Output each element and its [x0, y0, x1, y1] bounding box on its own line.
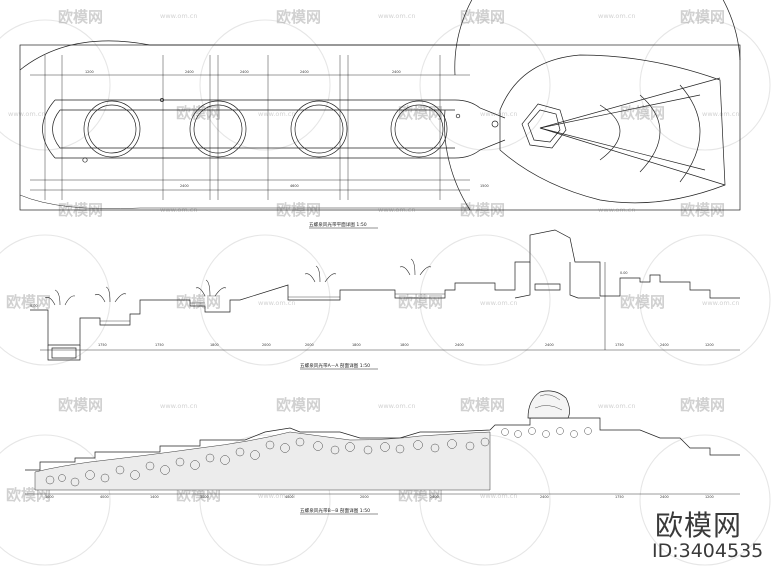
section-a-dim: 1750 — [615, 343, 624, 347]
watermark-text: 欧模网 — [398, 486, 443, 504]
watermark-url: www.om.cn — [480, 299, 518, 307]
watermark-text: 欧模网 — [6, 293, 51, 311]
section-b-dim: 2400 — [430, 495, 439, 499]
watermark-url: www.om.cn — [8, 110, 46, 118]
section-b-dim: 3000 — [200, 495, 209, 499]
watermark-text: 欧模网 — [58, 396, 103, 414]
elevation-label: 0.00 — [30, 304, 38, 308]
watermark-url: www.om.cn — [160, 12, 198, 20]
section-b-caption: 五螺泉风光带B－B 剖面详图 1:50 — [300, 507, 370, 514]
watermark-url: www.om.cn — [258, 299, 296, 307]
watermark-text: 欧模网 — [176, 486, 221, 504]
watermark-url: www.om.cn — [258, 492, 296, 500]
watermark-text: 欧模网 — [6, 486, 51, 504]
watermark-url: www.om.cn — [160, 402, 198, 410]
pond-circle — [290, 100, 348, 158]
watermark-url: www.om.cn — [480, 492, 518, 500]
section-a-caption: 五螺泉风光带A－A 剖面详图 1:50 — [300, 362, 370, 369]
pond-circle — [83, 100, 141, 158]
watermark-text: 欧模网 — [58, 8, 103, 26]
plan-dim: 2400 — [240, 70, 249, 74]
section-b-dim: 2000 — [360, 495, 369, 499]
plan-dim: 2400 — [180, 184, 189, 188]
section-a-dim: 1800 — [400, 343, 409, 347]
plan-dim: 2400 — [185, 70, 194, 74]
watermark-url: www.om.cn — [258, 110, 296, 118]
watermark-text: 欧模网 — [398, 293, 443, 311]
section-b-dim: 2400 — [540, 495, 549, 499]
section-a-dim: 2400 — [455, 343, 464, 347]
watermark-url: www.om.cn — [378, 402, 416, 410]
watermark-url: www.om.cn — [702, 110, 740, 118]
plan-dim: 4600 — [290, 184, 299, 188]
section-b-dim: 4000 — [285, 495, 294, 499]
section-b-dim: 4000 — [100, 495, 109, 499]
watermark-text: 欧模网 — [176, 104, 221, 122]
section-a-dim: 2400 — [660, 343, 669, 347]
watermark-url: www.om.cn — [702, 299, 740, 307]
plan-view: 1200 2400 2400 2400 2400 2400 4600 1500 — [19, 0, 741, 211]
plan-caption: 五螺泉风光带平面详图 1:50 — [309, 221, 367, 228]
pond-circle — [390, 100, 448, 158]
section-a-dim: 2000 — [262, 343, 271, 347]
watermark-text: 欧模网 — [460, 8, 505, 26]
watermark-text: 欧模网 — [680, 8, 725, 26]
watermark-text: 欧模网 — [276, 8, 321, 26]
section-a-view: 1750 1750 1800 2000 2000 1800 1800 2400 … — [30, 229, 740, 361]
section-b-dim: 2400 — [660, 495, 669, 499]
brand-name: 欧模网 — [655, 509, 743, 542]
section-a-dim: 1800 — [210, 343, 219, 347]
section-b-dim: 1750 — [615, 495, 624, 499]
brand-id: ID:3404535 — [652, 540, 764, 562]
watermark-text: 欧模网 — [620, 104, 665, 122]
watermark-text: 欧模网 — [460, 396, 505, 414]
watermark-url: www.om.cn — [598, 12, 636, 20]
section-a-dim: 2000 — [305, 343, 314, 347]
section-a-dim: 1750 — [155, 343, 164, 347]
watermark-text: 欧模网 — [680, 396, 725, 414]
boulder — [527, 390, 570, 419]
section-a-dim: 1750 — [98, 343, 107, 347]
watermark-text: 欧模网 — [276, 396, 321, 414]
section-b-view: 1000 4000 1400 3000 4000 2000 2400 2400 … — [25, 390, 740, 499]
elevation-label: 0.00 — [620, 271, 628, 275]
watermark-url: www.om.cn — [378, 12, 416, 20]
section-b-dim: 1400 — [150, 495, 159, 499]
plan-dim: 2400 — [392, 70, 401, 74]
section-b-dim: 1000 — [45, 495, 54, 499]
watermark-url: www.om.cn — [480, 110, 518, 118]
section-a-dim: 2400 — [545, 343, 554, 347]
plan-dim: 1500 — [480, 184, 489, 188]
plan-dim: 2400 — [300, 70, 309, 74]
section-a-dim: 1800 — [352, 343, 361, 347]
watermark-text: 欧模网 — [176, 293, 221, 311]
section-a-dim: 1200 — [705, 343, 714, 347]
watermark-url: www.om.cn — [598, 402, 636, 410]
plan-dim: 1200 — [85, 70, 94, 74]
watermark-text: 欧模网 — [620, 293, 665, 311]
section-b-dim: 1200 — [705, 495, 714, 499]
